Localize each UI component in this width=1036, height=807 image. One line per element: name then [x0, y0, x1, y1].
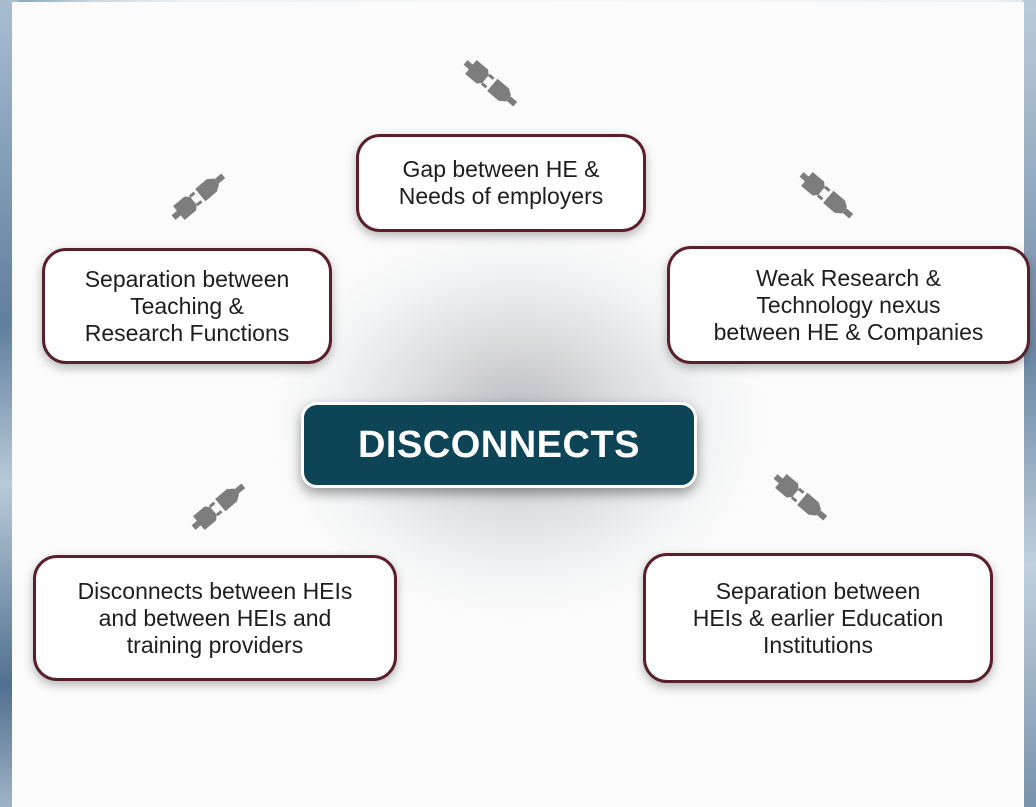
node-disconnects-heis: Disconnects between HEIs and between HEI…	[33, 555, 397, 681]
center-text: DISCONNECTS	[357, 423, 641, 466]
node-label: Separation between Teaching & Research F…	[84, 265, 290, 346]
node-label: Separation between HEIs & earlier Educat…	[692, 577, 944, 658]
unplugged-connector-icon	[463, 60, 518, 107]
node-separation-heis-education: Separation between HEIs & earlier Educat…	[643, 553, 993, 683]
node-label: Gap between HE & Needs of employers	[398, 156, 604, 209]
unplugged-connector-icon	[191, 483, 246, 530]
center-disconnects-label: DISCONNECTS	[301, 402, 697, 488]
node-weak-research-technology: Weak Research & Technology nexus between…	[667, 246, 1030, 364]
unplugged-connector-icon	[773, 474, 828, 521]
unplugged-connector-icon	[171, 173, 226, 220]
background-strip-right	[1022, 0, 1036, 807]
node-separation-teaching-research: Separation between Teaching & Research F…	[42, 248, 332, 364]
node-gap-he-employers: Gap between HE & Needs of employers	[356, 134, 646, 232]
node-label: Weak Research & Technology nexus between…	[713, 264, 984, 345]
unplugged-connector-icon	[799, 172, 854, 219]
node-label: Disconnects between HEIs and between HEI…	[77, 577, 353, 658]
